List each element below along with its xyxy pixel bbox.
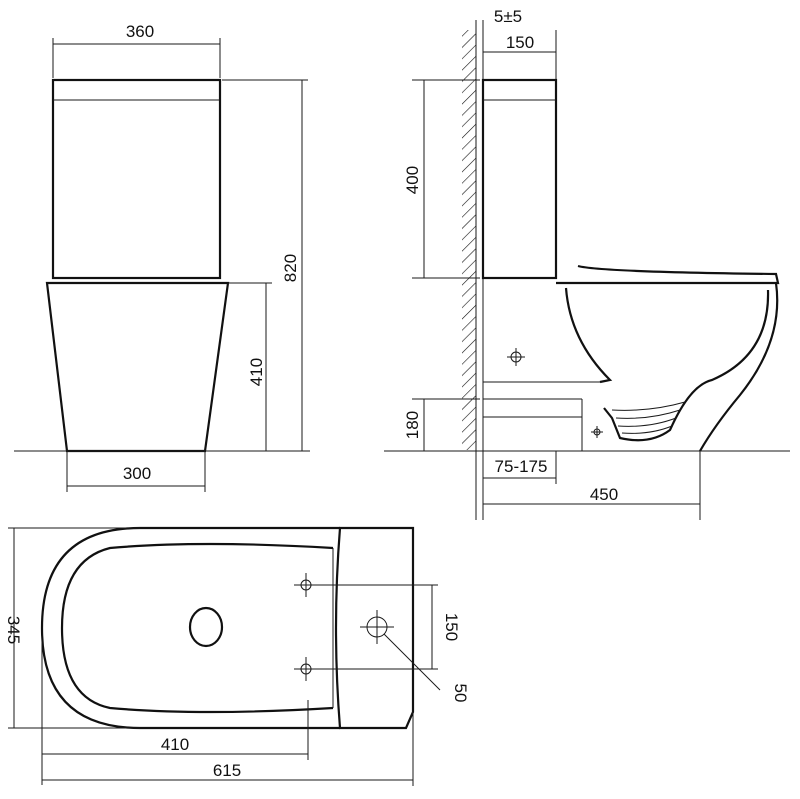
dim-label-360: 360 (126, 22, 154, 41)
dim-outlet-height: 180 (403, 398, 480, 451)
dim-label-400: 400 (403, 166, 422, 194)
dim-hole-spacing: 150 (318, 584, 461, 670)
dim-label-410-front: 410 (247, 358, 266, 386)
top-fixing-hole-upper (294, 573, 318, 597)
side-fixing-symbol-upper (507, 348, 525, 366)
top-water-inlet (360, 610, 394, 644)
side-view: 5±5 150 400 (384, 7, 790, 520)
top-tank (334, 526, 415, 730)
dim-label-150-side: 150 (506, 33, 534, 52)
dim-label-345: 345 (4, 616, 23, 644)
side-seat (556, 264, 780, 285)
side-fixing-symbol-lower (591, 426, 603, 438)
wall-hatch (462, 30, 476, 450)
dim-label-410-top: 410 (161, 735, 189, 754)
top-view: 150 50 345 410 615 (4, 526, 470, 786)
side-tank (481, 78, 558, 280)
front-bowl (45, 281, 230, 453)
top-drain-hole (188, 606, 224, 648)
dim-hole-diameter: 50 (383, 633, 470, 703)
dim-bowl-length: 410 (41, 640, 309, 785)
dim-label-180: 180 (403, 411, 422, 439)
front-view: 360 820 410 300 (14, 22, 310, 492)
dim-label-150-top: 150 (442, 613, 461, 641)
front-tank (51, 78, 222, 280)
dim-label-50: 50 (451, 684, 470, 703)
side-bowl-outer (699, 282, 779, 452)
dim-label-615: 615 (213, 761, 241, 780)
dim-overall-length: 615 (42, 712, 414, 786)
dim-bowl-height: 410 (228, 282, 272, 451)
dim-label-wall-gap: 5±5 (494, 7, 522, 26)
dim-label-450: 450 (590, 485, 618, 504)
dim-front-height: 820 (222, 79, 308, 451)
side-bowl-inner (564, 287, 613, 384)
dim-base-width: 300 (66, 451, 206, 492)
dim-outlet-distance: 75-175 (483, 451, 557, 484)
top-fixing-hole-lower (294, 657, 318, 681)
dim-label-75-175: 75-175 (495, 457, 548, 476)
dim-front-width: 360 (52, 22, 221, 78)
top-bowl-outer (40, 526, 340, 730)
dim-tank-depth: 150 (483, 30, 557, 80)
dim-overall-depth: 450 (483, 451, 701, 520)
dim-tank-height: 400 (403, 79, 480, 279)
dim-label-300: 300 (123, 464, 151, 483)
dim-top-width: 345 (4, 527, 140, 729)
top-bowl-inner (60, 542, 334, 714)
dim-label-820: 820 (281, 254, 300, 282)
trap-waves (611, 401, 686, 434)
